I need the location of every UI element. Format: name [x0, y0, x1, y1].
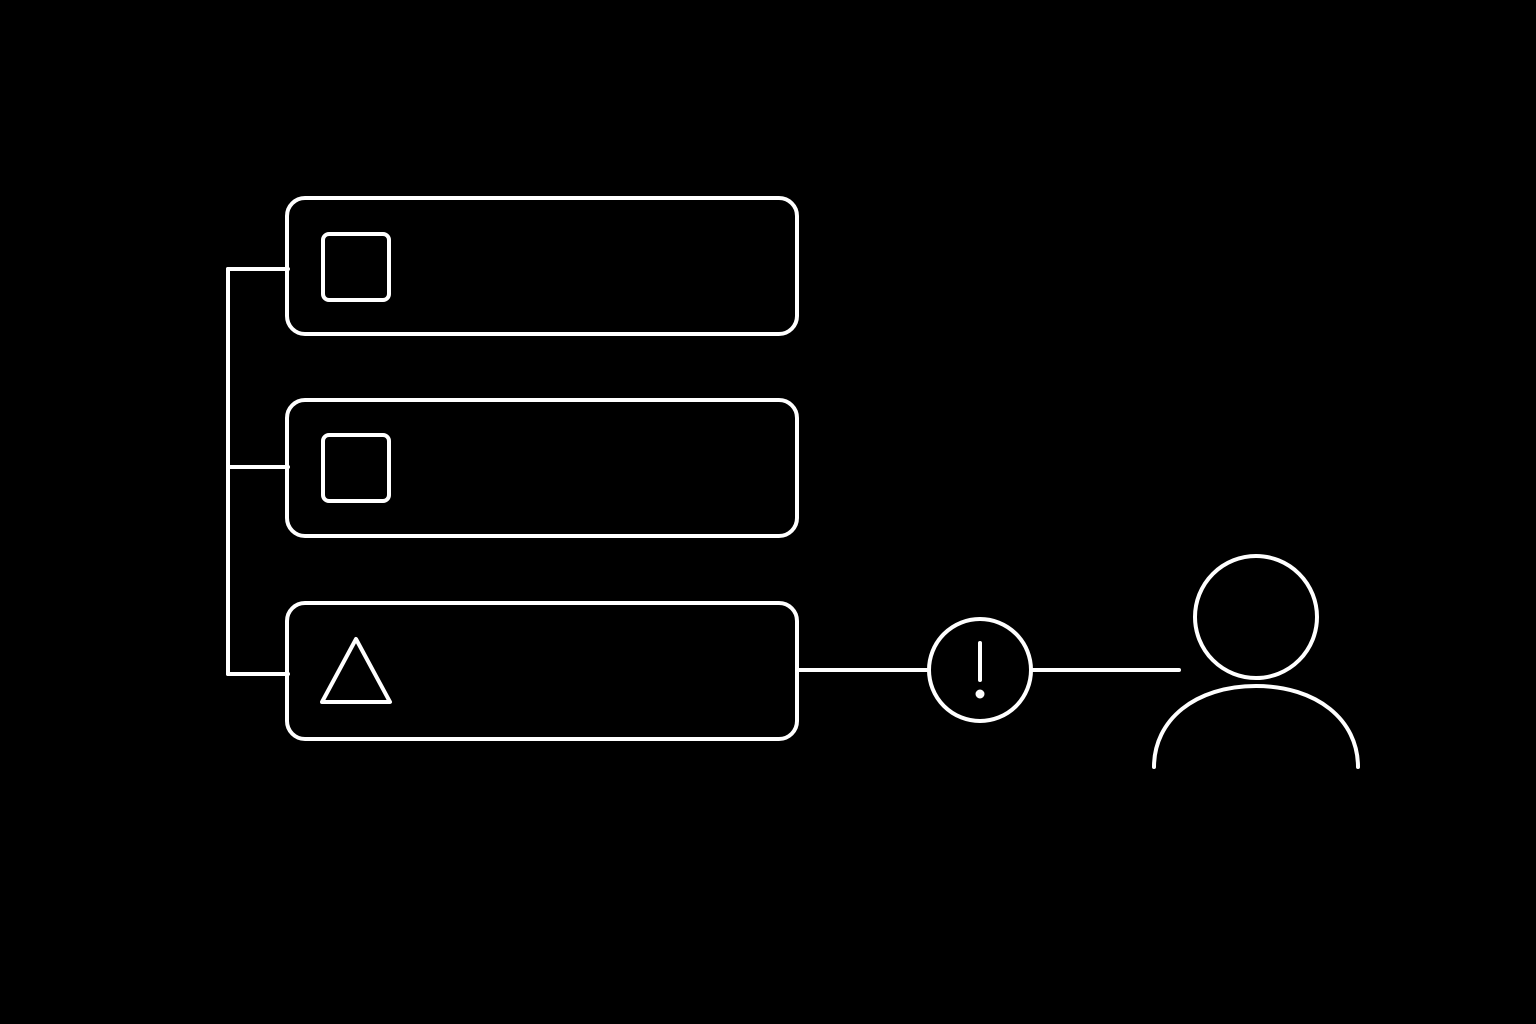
list-row-1	[285, 196, 799, 336]
user-shoulders	[1152, 684, 1360, 769]
triangle-icon	[320, 637, 392, 704]
alert-node	[927, 617, 1033, 723]
row-box	[285, 601, 799, 741]
list-row-2	[285, 398, 799, 538]
exclamation-dot	[975, 689, 985, 699]
square-icon	[321, 232, 391, 302]
user-icon	[1152, 554, 1360, 769]
square-icon	[321, 433, 391, 503]
row-box	[285, 196, 799, 336]
user-head	[1193, 554, 1319, 680]
list-row-3	[285, 601, 799, 741]
row-box	[285, 398, 799, 538]
